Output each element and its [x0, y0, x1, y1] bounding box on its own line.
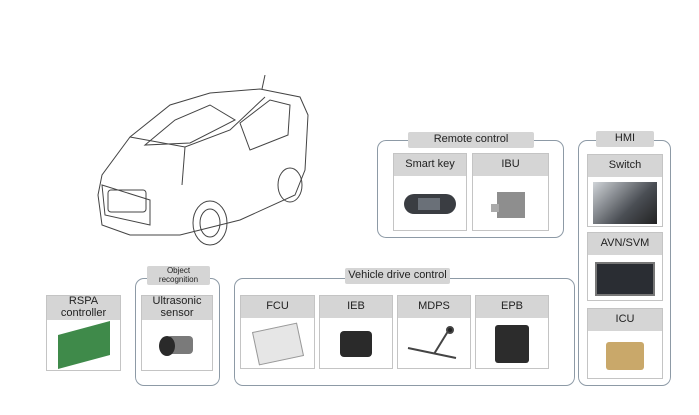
epb-actuator-photo: [476, 320, 548, 368]
object-recognition-label: Object recognition: [147, 266, 210, 285]
fcu-card: FCU: [240, 295, 315, 369]
switch-photo: [588, 179, 662, 226]
ibu-label: IBU: [473, 154, 548, 176]
hmi-label: HMI: [596, 131, 654, 147]
mdps-label: MDPS: [398, 296, 470, 318]
icu-label: ICU: [588, 309, 662, 331]
mdps-card: MDPS: [397, 295, 471, 369]
ieb-label: IEB: [320, 296, 392, 318]
ieb-unit-photo: [320, 320, 392, 368]
epb-label: EPB: [476, 296, 548, 318]
rspa-controller-card: RSPA controller: [46, 295, 121, 371]
ultrasonic-sensor-photo: [142, 320, 212, 370]
ibu-module-icon: [473, 178, 548, 230]
ieb-card: IEB: [319, 295, 393, 369]
icu-card: ICU: [587, 308, 663, 379]
avn-svm-card: AVN/SVM: [587, 232, 663, 301]
avn-svm-label: AVN/SVM: [588, 233, 662, 255]
switch-label: Switch: [588, 155, 662, 177]
smart-key-card: Smart key: [393, 153, 467, 231]
ibu-card: IBU: [472, 153, 549, 231]
icu-module-photo: [588, 333, 662, 378]
fcu-label: FCU: [241, 296, 314, 318]
smart-key-label: Smart key: [394, 154, 466, 176]
vehicle-illustration: [97, 75, 309, 246]
fcu-module-photo: [241, 320, 314, 368]
vehicle-drive-control-label: Vehicle drive control: [345, 268, 450, 284]
switch-card: Switch: [587, 154, 663, 227]
rspa-board-photo: [47, 320, 120, 370]
remote-control-label: Remote control: [408, 132, 534, 148]
mdps-steering-photo: [398, 320, 470, 368]
avn-screen-photo: [588, 257, 662, 300]
ultrasonic-sensor-label: Ultrasonic sensor: [142, 296, 212, 320]
smart-key-icon: [394, 178, 466, 230]
epb-card: EPB: [475, 295, 549, 369]
rspa-controller-label: RSPA controller: [47, 296, 120, 320]
ultrasonic-sensor-card: Ultrasonic sensor: [141, 295, 213, 371]
